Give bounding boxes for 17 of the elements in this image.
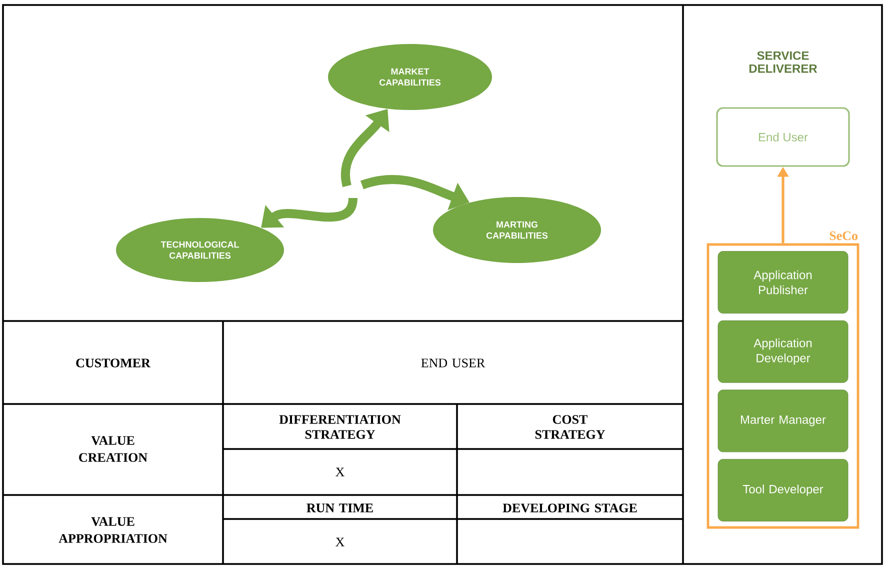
cell-text: X	[336, 538, 344, 546]
column-header: COST STRATEGY	[535, 415, 606, 439]
cell-text: X	[336, 468, 344, 476]
row-header: VALUE APPROPRIATION	[58, 517, 168, 543]
role-box: Application Publisher	[718, 251, 848, 314]
node-label: SeCo	[830, 231, 858, 240]
end-user-box: End User	[716, 107, 850, 167]
column-header: RUN TIME	[306, 504, 373, 512]
role-box: Marter Manager	[718, 390, 848, 452]
column-header: DIFFERENTIATION STRATEGY	[279, 415, 401, 439]
column-header: DEVELOPING STAGE	[502, 504, 637, 512]
heading: SERVICE DELIVERER	[749, 51, 818, 73]
row-header: CUSTOMER	[76, 358, 151, 368]
role-box: Application Developer	[718, 320, 848, 383]
cell-text: END USER	[421, 358, 486, 368]
role-box: Tool Developer	[718, 459, 848, 522]
row-header: VALUE CREATION	[79, 436, 148, 462]
